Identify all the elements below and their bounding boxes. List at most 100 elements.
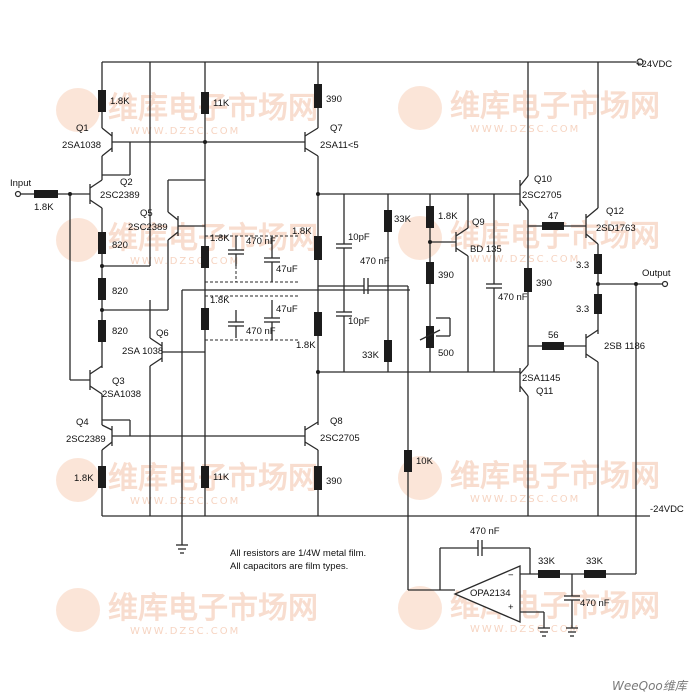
resistor-symbol: [201, 92, 209, 114]
opamp-part: OPA2134: [470, 588, 511, 599]
resistor-value: 820: [112, 286, 128, 297]
resistor-symbol: [542, 222, 564, 230]
resistor-symbol: [201, 308, 209, 330]
watermark-text: 维库电子市场网: [108, 591, 318, 626]
capacitor-value: 10pF: [348, 232, 370, 243]
watermark-url: WWW.DZSC.COM: [470, 124, 580, 135]
capacitor-value: 47uF: [276, 264, 298, 275]
resistor-symbol: [314, 84, 322, 108]
resistor-value: 820: [112, 240, 128, 251]
resistor-symbol: [538, 570, 560, 578]
resistor-value: 820: [112, 326, 128, 337]
resistor-symbol: [98, 232, 106, 254]
positive-rail-label: +24VDC: [636, 59, 672, 70]
resistor-value: 33K: [538, 556, 556, 567]
resistor-value: 33K: [586, 556, 604, 567]
bias-spreader: 1.8K 390 500 Q9 BD 135 470 nF: [419, 194, 528, 372]
resistor-value: 1.8K: [210, 233, 230, 244]
watermark-text: 维库电子市场网: [108, 461, 318, 496]
output-stage: Q10 2SC2705 47 390 56 2SA1145 Q11 Q12 2S…: [519, 62, 671, 574]
resistor-value: 33K: [394, 214, 412, 225]
transistor-part: 2SC2389: [128, 222, 168, 233]
resistor-symbol: [404, 450, 412, 472]
dc-servo: 470 nF OPA2134 − + 33K 33K 470 nF: [439, 526, 636, 637]
watermark-url: WWW.DZSC.COM: [130, 496, 240, 507]
transistor-part: 2SC2705: [522, 190, 562, 201]
transistor-ref: Q12: [606, 206, 624, 217]
capacitor-value: 470 nF: [246, 326, 276, 337]
watermark-text: 维库电子市场网: [450, 459, 660, 494]
resistor-value: 11K: [213, 472, 230, 483]
capacitor-value: 470 nF: [246, 236, 276, 247]
transistor-ref: Q8: [330, 416, 343, 427]
resistor-value: 56: [548, 330, 559, 341]
brand-logo: WeeQoo维库: [612, 679, 689, 693]
resistor-value: 1.8K: [110, 96, 130, 107]
transistor-part: 2SD1763: [596, 223, 636, 234]
opamp-inv-pin: −: [508, 570, 514, 581]
transistor-ref: Q11: [536, 386, 553, 397]
capacitor-value: 47uF: [276, 304, 298, 315]
vas-stage: 390 Q7 2SA11<5 1.8K 1.8K Q8 2SC2705 390: [292, 62, 520, 591]
transistor-ref: Q1: [76, 123, 89, 134]
resistor-value: 1.8K: [210, 295, 230, 306]
transistor-part: 2SA1038: [62, 140, 101, 151]
watermark-url: WWW.DZSC.COM: [470, 624, 580, 635]
watermark-url: WWW.DZSC.COM: [470, 254, 580, 265]
resistor-value: 1.8K: [74, 473, 94, 484]
power-rails: +24VDC -24VDC: [102, 58, 684, 517]
watermark-text: 维库电子市场网: [108, 91, 318, 126]
transistor-ref: Q6: [156, 328, 169, 339]
resistor-value: 1.8K: [296, 340, 316, 351]
transistor-ref: Q4: [76, 417, 89, 428]
bias-network: Q5 2SC2389 Q6 2SA 1038 11K 1.8K 1.8K: [122, 62, 410, 554]
resistor-symbol: [426, 206, 434, 228]
transistor-ref: Q2: [120, 177, 133, 188]
negative-rail-label: -24VDC: [650, 504, 684, 515]
resistor-symbol: [98, 320, 106, 342]
resistor-value: 3.3: [576, 260, 589, 271]
transistor-ref: Q9: [472, 217, 485, 228]
transistor-part: 2SA 1038: [122, 346, 163, 357]
watermark-url: WWW.DZSC.COM: [130, 126, 240, 137]
resistor-symbol: [594, 294, 602, 314]
resistor-symbol: [524, 268, 532, 292]
resistor-symbol: [98, 90, 106, 112]
resistor-value: 390: [536, 278, 552, 289]
resistor-value: 10K: [416, 456, 434, 467]
resistor-symbol: [314, 312, 322, 336]
note-resistors: All resistors are 1/4W metal film.: [230, 548, 366, 559]
watermark-url: WWW.DZSC.COM: [130, 626, 240, 637]
watermark-url: WWW.DZSC.COM: [130, 256, 240, 267]
resistor-symbol: [426, 262, 434, 284]
capacitor-value: 470 nF: [360, 256, 390, 267]
transistor-part: 2SA11<5: [320, 140, 359, 151]
transistor-part: BD 135: [470, 244, 502, 255]
resistor-value: 1.8K: [34, 202, 54, 213]
watermark-logo-icon: [56, 86, 442, 632]
resistor-value: 390: [438, 270, 454, 281]
resistor-value: 500: [438, 348, 454, 359]
resistor-symbol: [384, 340, 392, 362]
resistor-value: 390: [326, 94, 342, 105]
capacitor-value: 470 nF: [580, 598, 610, 609]
watermark-text: 维库电子市场网: [108, 221, 318, 256]
resistor-value: 3.3: [576, 304, 589, 315]
resistor-symbol: [98, 466, 106, 488]
transistor-ref: Q10: [534, 174, 552, 185]
note-capacitors: All capacitors are film types.: [230, 561, 348, 572]
potentiometer-symbol: [426, 326, 434, 348]
watermark-text: 维库电子市场网: [450, 89, 660, 124]
resistor-symbol: [594, 254, 602, 274]
transistor-ref: Q7: [330, 123, 343, 134]
resistor-symbol: [542, 342, 564, 350]
output-label: Output: [642, 268, 671, 279]
watermark-url: WWW.DZSC.COM: [470, 494, 580, 505]
transistor-part: 2SA1038: [102, 389, 141, 400]
resistor-value: 1.8K: [438, 211, 458, 222]
resistor-value: 1.8K: [292, 226, 312, 237]
transistor-part: 2SA1145: [522, 373, 560, 384]
capacitor-value: 470 nF: [498, 292, 528, 303]
resistor-symbol: [314, 236, 322, 260]
